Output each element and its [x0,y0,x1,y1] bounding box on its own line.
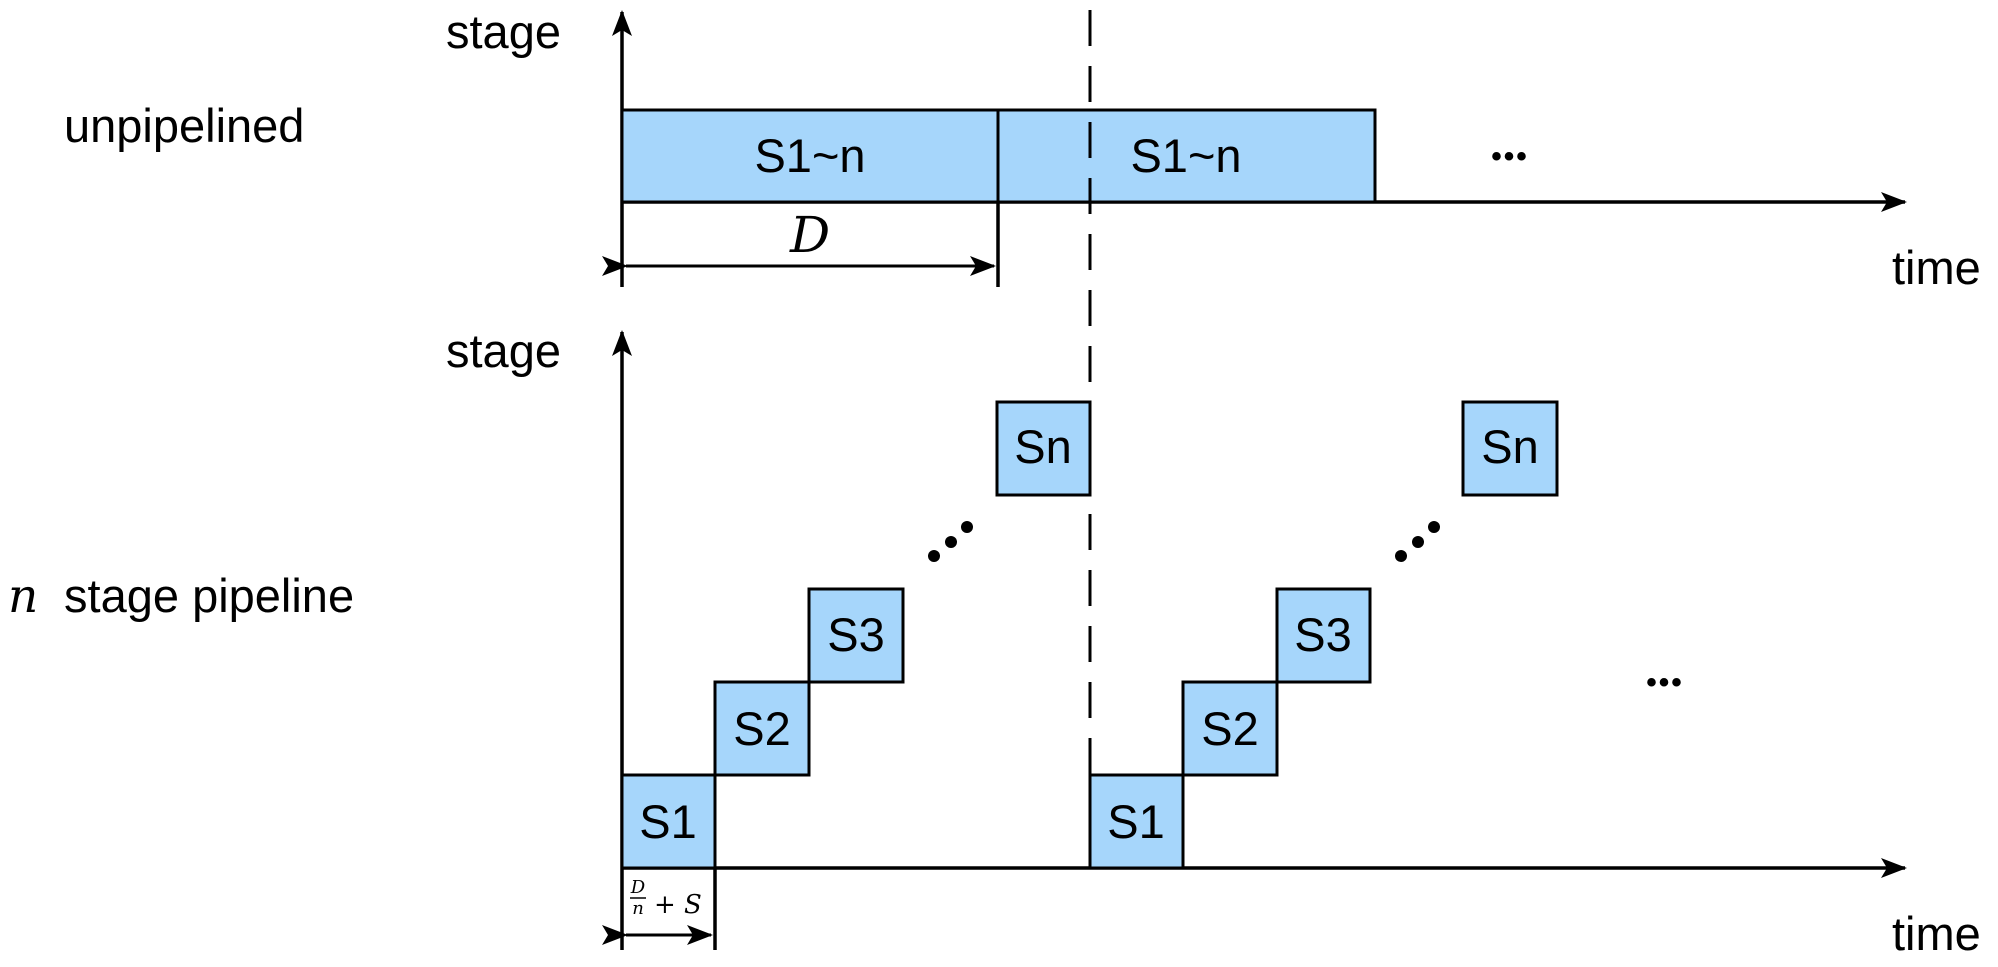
stage-time-label: D n + S [630,877,702,920]
pipeline-ellipsis: ••• [1646,666,1684,699]
stage-box-s3 [1275,587,1372,684]
stage-box-s1 [1088,773,1185,870]
stage-time-rest: + S [654,890,702,920]
stage-box-s2 [1181,680,1279,777]
stage-box-s3 [807,587,905,684]
diagonal-ellipsis [1395,521,1440,562]
stage-box-label: Sn [1481,420,1539,473]
stage-box-sn [1461,400,1559,497]
bottom-x-axis-label: time [1892,907,1981,960]
stage-box-label: Sn [1014,420,1072,473]
stage-box-s1 [620,773,717,870]
unpipelined-block-2: S1~n [996,108,1377,204]
stage-time-numerator: D [630,877,646,898]
stage-time-denominator: n [632,898,644,919]
pipeline-group-2: S1 S2 S3 Sn [1088,400,1559,870]
unpipelined-block-1: S1~n [620,108,1000,204]
pipeline-label-text: stage pipeline [64,569,354,622]
stage-box-label: S2 [1201,702,1259,755]
stage-box-label: S1 [639,795,697,848]
row-label-pipeline: n stage pipeline [8,569,354,624]
stage-box-s2 [713,680,811,777]
top-y-axis-label: stage [446,5,561,58]
top-x-axis-label: time [1892,241,1981,294]
stage-box-label: S2 [733,702,791,755]
unpipelined-block-1-rect [620,108,1000,204]
unpipelined-block-2-label: S1~n [1130,129,1241,182]
unpipelined-block-1-label: S1~n [754,129,865,182]
stage-box-label: S1 [1107,795,1165,848]
unpipelined-ellipsis: ••• [1491,140,1529,173]
bottom-y-axis-label: stage [446,324,561,377]
duration-label: D [789,206,830,264]
pipeline-group-1: S1 S2 S3 Sn [620,400,1092,870]
stage-box-label: S3 [827,608,885,661]
diagonal-ellipsis [928,521,973,562]
pipeline-n-variable: n [8,569,38,624]
stage-box-label: S3 [1294,608,1352,661]
row-label-unpipelined: unpipelined [64,99,304,152]
unpipelined-block-2-rect [996,108,1377,204]
stage-box-sn [995,400,1092,497]
